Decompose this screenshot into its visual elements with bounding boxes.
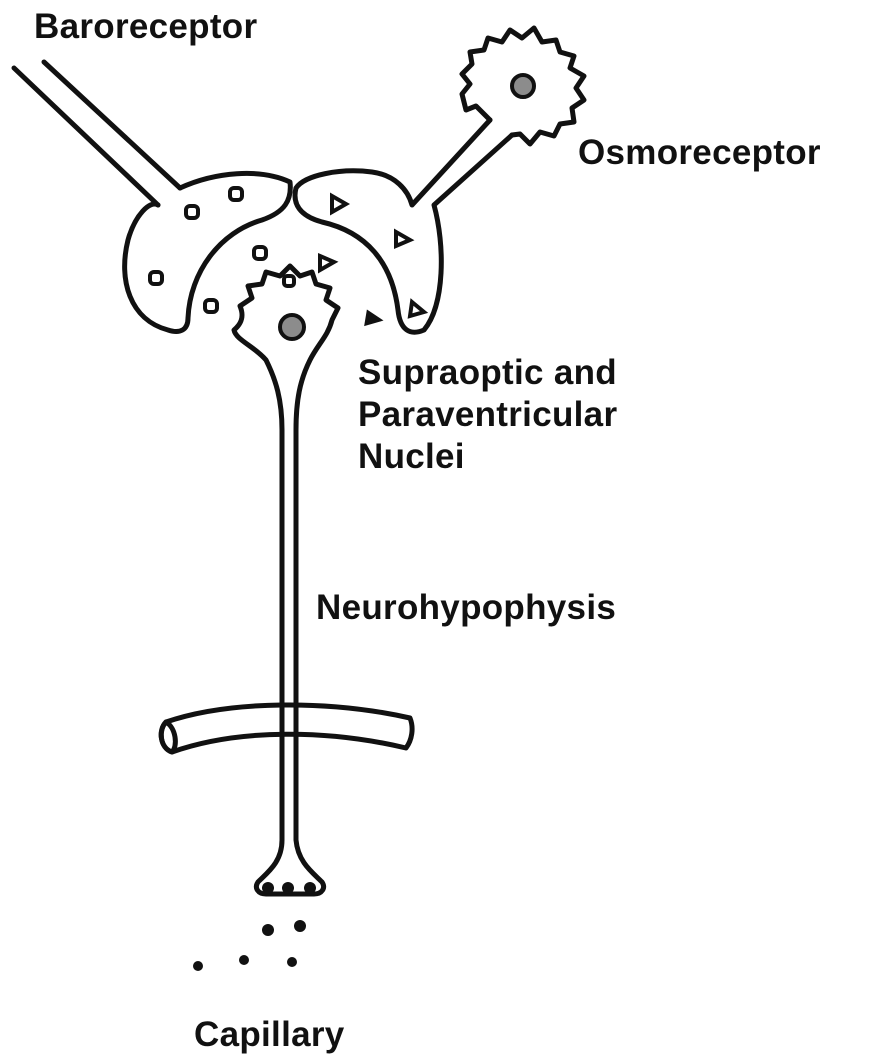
label-nuclei-line1: Supraoptic and (358, 352, 617, 394)
osmoreceptor-nucleus (512, 75, 534, 97)
vasopressin-granules-triangle (320, 196, 424, 316)
neuron-nucleus (280, 315, 304, 339)
label-osmoreceptor: Osmoreceptor (578, 132, 821, 174)
baroreceptor-fiber (14, 62, 180, 205)
label-baroreceptor: Baroreceptor (34, 6, 257, 48)
label-nuclei-line3: Nuclei (358, 436, 617, 478)
granule-filled (366, 312, 380, 324)
capillary-open-end (161, 722, 175, 752)
vasopressin-granules-square (150, 188, 294, 312)
magnocellular-neuron (234, 266, 338, 894)
capillary-vessel (161, 705, 412, 752)
label-nuclei-line2: Paraventricular (358, 394, 617, 436)
label-capillary: Capillary (194, 1014, 345, 1056)
label-neurohypophysis: Neurohypophysis (316, 587, 616, 629)
label-nuclei: Supraoptic and Paraventricular Nuclei (358, 352, 617, 478)
